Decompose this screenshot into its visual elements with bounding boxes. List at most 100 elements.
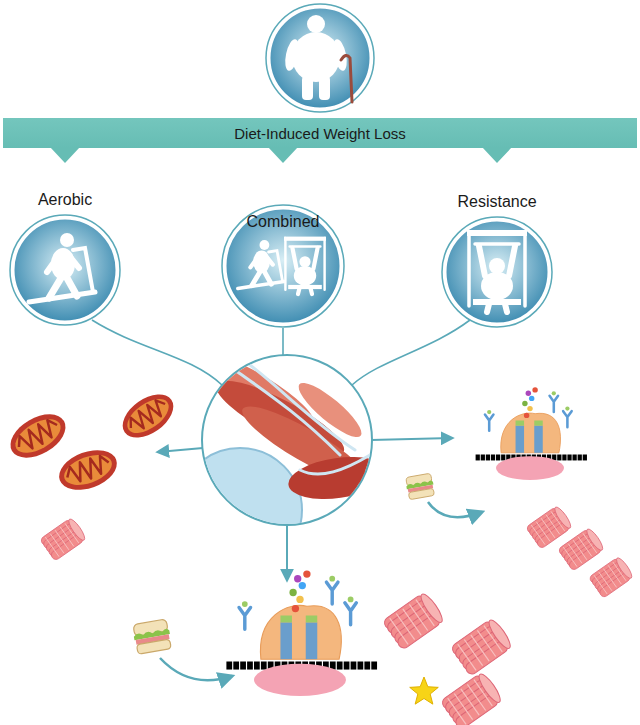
small-subunit	[496, 456, 564, 480]
sarcomere-line	[531, 525, 545, 545]
runner-legs	[252, 272, 272, 286]
exercise-label: Resistance	[441, 192, 553, 212]
sandwich	[405, 473, 435, 500]
machine-top	[467, 230, 527, 236]
sarcomere-line	[594, 575, 607, 594]
free-trna	[563, 411, 572, 427]
sarcomere-line	[454, 693, 472, 719]
sarcomere-line	[55, 530, 69, 550]
small-subunit	[254, 664, 346, 696]
sarcomere-line	[608, 565, 621, 584]
machine-seat	[288, 285, 322, 289]
bread	[136, 639, 171, 654]
runner-figure	[29, 233, 95, 302]
peptide-bead	[296, 596, 303, 603]
presser-arms	[292, 248, 317, 269]
sarcomere-line	[546, 515, 560, 535]
sandwich	[132, 619, 173, 655]
runner-arms	[47, 258, 79, 272]
mrna-base	[491, 455, 495, 461]
trna-amino	[552, 391, 556, 395]
result-arrows	[158, 438, 452, 580]
press-figure	[284, 237, 326, 294]
free-trna	[345, 603, 357, 625]
mrna-base	[481, 455, 485, 461]
tendons	[235, 365, 370, 474]
runner-arms	[250, 258, 272, 268]
myofibril	[558, 527, 606, 572]
runner-head	[260, 240, 270, 250]
runner-figure	[238, 240, 284, 288]
person-leg	[302, 76, 313, 100]
trna-amino	[565, 406, 569, 410]
mrna-base	[364, 662, 370, 670]
peptide-bead	[526, 391, 531, 396]
mrna-base	[501, 455, 505, 461]
peptide-bead	[527, 406, 532, 411]
peptide-bead	[289, 589, 296, 596]
circle-shape	[9, 214, 121, 326]
bread	[408, 488, 434, 499]
peptide-bead	[294, 575, 301, 582]
sarcomere-line	[467, 684, 485, 710]
band-label: Diet-Induced Weight Loss	[3, 119, 637, 148]
person-arm	[283, 38, 301, 72]
circle-fill	[13, 218, 117, 322]
arrow-right	[371, 438, 452, 440]
mito-inner	[60, 449, 116, 491]
myofibril-end	[486, 617, 514, 651]
mito-inner	[10, 412, 66, 460]
sarcomere-line	[45, 537, 59, 557]
link-line	[282, 328, 284, 356]
circle-fill	[269, 7, 371, 109]
link-line	[92, 320, 222, 385]
circle-outline	[222, 205, 344, 327]
presser-legs	[487, 304, 507, 312]
sarcomere-line	[477, 630, 495, 656]
peptide-bead	[522, 401, 527, 406]
free-trna	[239, 607, 251, 629]
mito-cristae	[14, 416, 62, 454]
myofibril-end	[476, 671, 504, 705]
machine-frame	[469, 232, 525, 306]
large-subunit	[501, 413, 561, 453]
peptide-bead	[299, 582, 306, 589]
myofibril	[450, 617, 514, 676]
mito-outer	[54, 443, 123, 497]
mrna-base	[371, 662, 377, 670]
mrna-base	[337, 662, 343, 670]
mrna-base	[344, 662, 350, 670]
tendon	[250, 365, 355, 450]
trna-amino	[487, 410, 491, 414]
sarcomere-line	[403, 609, 421, 635]
mito-outer	[115, 386, 181, 447]
free-trna	[550, 396, 559, 412]
person-body	[292, 32, 340, 82]
circle-outline	[10, 215, 120, 325]
obese-person-icon	[266, 4, 374, 112]
mitochondrion	[115, 386, 181, 447]
sarcomere-line	[568, 544, 582, 564]
ribosome	[476, 387, 587, 480]
trna-amino	[516, 421, 525, 426]
muscle-clipped	[178, 347, 390, 572]
presser-legs	[298, 288, 312, 294]
circle-outline	[266, 4, 374, 112]
mrna-base	[358, 662, 364, 670]
muscle-illustration	[178, 347, 390, 572]
arrow-left	[158, 448, 203, 452]
sarcomere-line	[458, 644, 476, 670]
exercise-circle: Combined	[221, 204, 345, 328]
person-head	[307, 15, 325, 33]
machine-top	[284, 237, 326, 241]
tendon	[300, 455, 370, 474]
myofibril	[589, 556, 635, 599]
trna-amino	[280, 616, 292, 623]
feeding-arrow	[428, 502, 482, 517]
exercise-circle: Resistance	[441, 192, 553, 328]
knee-skin	[178, 448, 302, 572]
mrna-base	[583, 455, 587, 461]
press-figure	[467, 230, 527, 312]
sarcomere-line	[461, 689, 479, 715]
